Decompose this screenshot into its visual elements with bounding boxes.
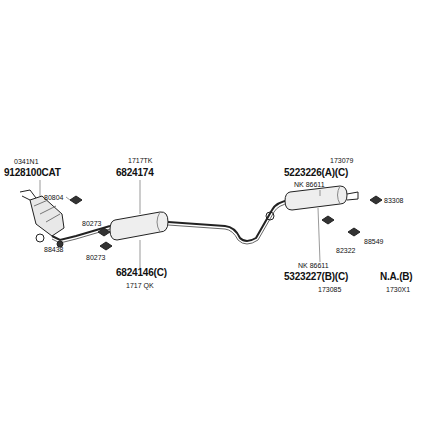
- callout-number: 83308: [384, 197, 403, 204]
- callout-number: 88438: [44, 246, 63, 253]
- callout-number: 82322: [336, 247, 355, 254]
- front-muffler: [110, 212, 168, 240]
- part-number: 5223226(A)(C): [284, 168, 348, 178]
- rubber-hanger: [70, 196, 382, 250]
- callout-number: 80273: [86, 254, 105, 261]
- clamp: [36, 234, 44, 242]
- part-number: 5323227(B)(C): [284, 272, 348, 282]
- part-number: 9128100CAT: [4, 168, 61, 178]
- part-number: NK 86611: [294, 181, 325, 188]
- part-number: 6824174: [116, 168, 154, 178]
- part-number: 1717TK: [128, 157, 153, 164]
- middle-pipe: [168, 200, 290, 244]
- callout-number: 80273: [82, 220, 101, 227]
- part-number: 173085: [318, 286, 341, 293]
- part-number: 6824146(C): [116, 268, 167, 278]
- part-number: 1717 QK: [126, 282, 154, 289]
- part-number: N.A.(B): [380, 272, 412, 282]
- part-number: 173079: [330, 157, 353, 164]
- part-number: 1730X1: [386, 286, 410, 293]
- catalytic-converter: [20, 190, 110, 243]
- part-number: NK 86611: [298, 262, 329, 269]
- clamp: [266, 212, 274, 220]
- rear-muffler: [285, 186, 358, 210]
- callout-number: 80804: [44, 194, 63, 201]
- part-number: 0341N1: [14, 158, 39, 165]
- leader-lines: [40, 180, 320, 268]
- callout-number: 88549: [364, 238, 383, 245]
